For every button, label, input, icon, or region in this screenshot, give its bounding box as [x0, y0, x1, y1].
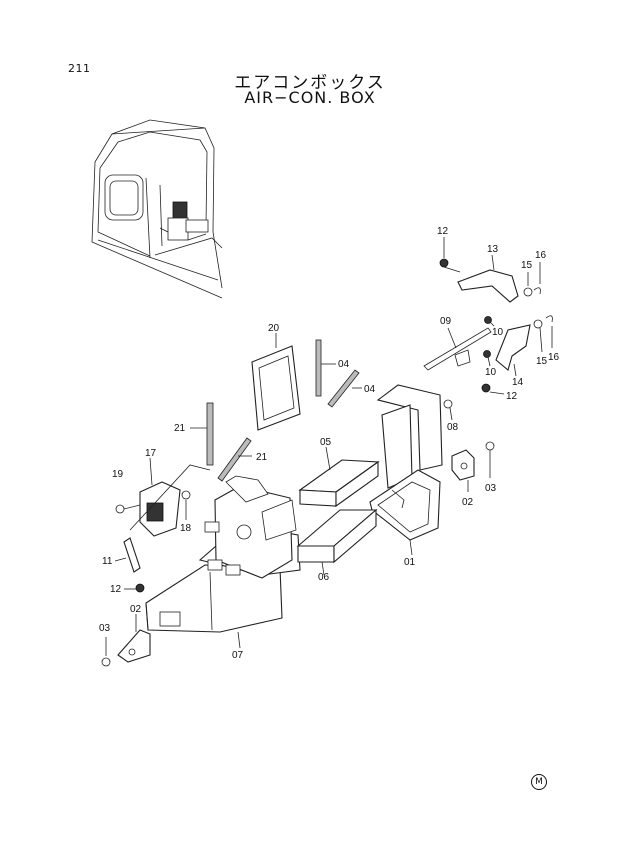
- label-10-upper: 10: [492, 327, 504, 338]
- label-17: 17: [145, 448, 157, 459]
- part-02-bracket-lower: [117, 614, 151, 663]
- part-13-cable-arm: [457, 254, 519, 303]
- aircon-box-location-marker: [159, 201, 209, 241]
- label-14: 14: [512, 377, 524, 388]
- part-15-washers: [523, 272, 543, 353]
- part-17-actuator: [129, 457, 211, 537]
- label-16-upper: 16: [535, 250, 547, 261]
- label-02-lower: 02: [130, 604, 142, 615]
- label-10-lower: 10: [485, 367, 497, 378]
- part-04-seal-strips: [315, 339, 362, 408]
- label-12-right: 12: [506, 391, 518, 402]
- label-01: 01: [404, 557, 416, 568]
- label-18: 18: [180, 523, 192, 534]
- circled-m-mark: M: [531, 774, 547, 790]
- title-english: AIR−CON. BOX: [244, 88, 376, 107]
- page-number: 211: [68, 62, 91, 75]
- part-12-screw-lower: [124, 583, 145, 593]
- part-02-bracket-right: [451, 449, 475, 492]
- part-12-screw-upper: [439, 237, 461, 273]
- part-11-lever: [114, 537, 141, 573]
- part-21-seal-strips: [190, 402, 252, 482]
- label-03-right: 03: [485, 483, 497, 494]
- label-04-lower: 04: [364, 384, 376, 395]
- part-12-screw-right: [481, 383, 505, 395]
- label-05: 05: [320, 437, 332, 448]
- cab-locator-illustration: [91, 119, 223, 299]
- part-06-core: [296, 508, 378, 576]
- label-12-top: 12: [437, 226, 449, 237]
- label-11: 11: [102, 556, 113, 567]
- label-08: 08: [447, 422, 459, 433]
- part-18-screw: [181, 490, 191, 520]
- part-19-screw: [115, 504, 141, 514]
- label-20: 20: [268, 323, 280, 334]
- part-03-screw-lower: [101, 637, 111, 667]
- part-10-fittings: [483, 316, 495, 367]
- part-14-cable-arm: [495, 324, 531, 377]
- center-housing-body: [204, 475, 297, 579]
- part-09-rod: [423, 327, 492, 371]
- label-07: 07: [232, 650, 244, 661]
- label-13: 13: [487, 244, 499, 255]
- label-09: 09: [440, 316, 452, 327]
- label-16-lower: 16: [548, 352, 560, 363]
- part-05-core: [298, 446, 380, 508]
- label-19: 19: [112, 469, 124, 480]
- label-12-lower: 12: [110, 584, 122, 595]
- label-21-left: 21: [174, 423, 186, 434]
- label-03-lower: 03: [99, 623, 111, 634]
- label-04-upper: 04: [338, 359, 350, 370]
- part-20-seal-frame: [251, 333, 301, 431]
- label-15-lower: 15: [536, 356, 548, 367]
- label-06: 06: [318, 572, 330, 583]
- title-japanese: エアコンボックス: [234, 73, 386, 93]
- label-21-right: 21: [256, 452, 268, 463]
- part-03-screw-right: [485, 441, 495, 478]
- part-01-housing: [369, 384, 443, 556]
- part-08-screw: [443, 399, 453, 421]
- part-number-labels: 01 02 02 03 03 04 04 05 06 07 08 09 10 1…: [99, 226, 560, 661]
- label-15-upper: 15: [521, 260, 533, 271]
- label-02-right: 02: [462, 497, 474, 508]
- part-16-clips: [533, 262, 553, 348]
